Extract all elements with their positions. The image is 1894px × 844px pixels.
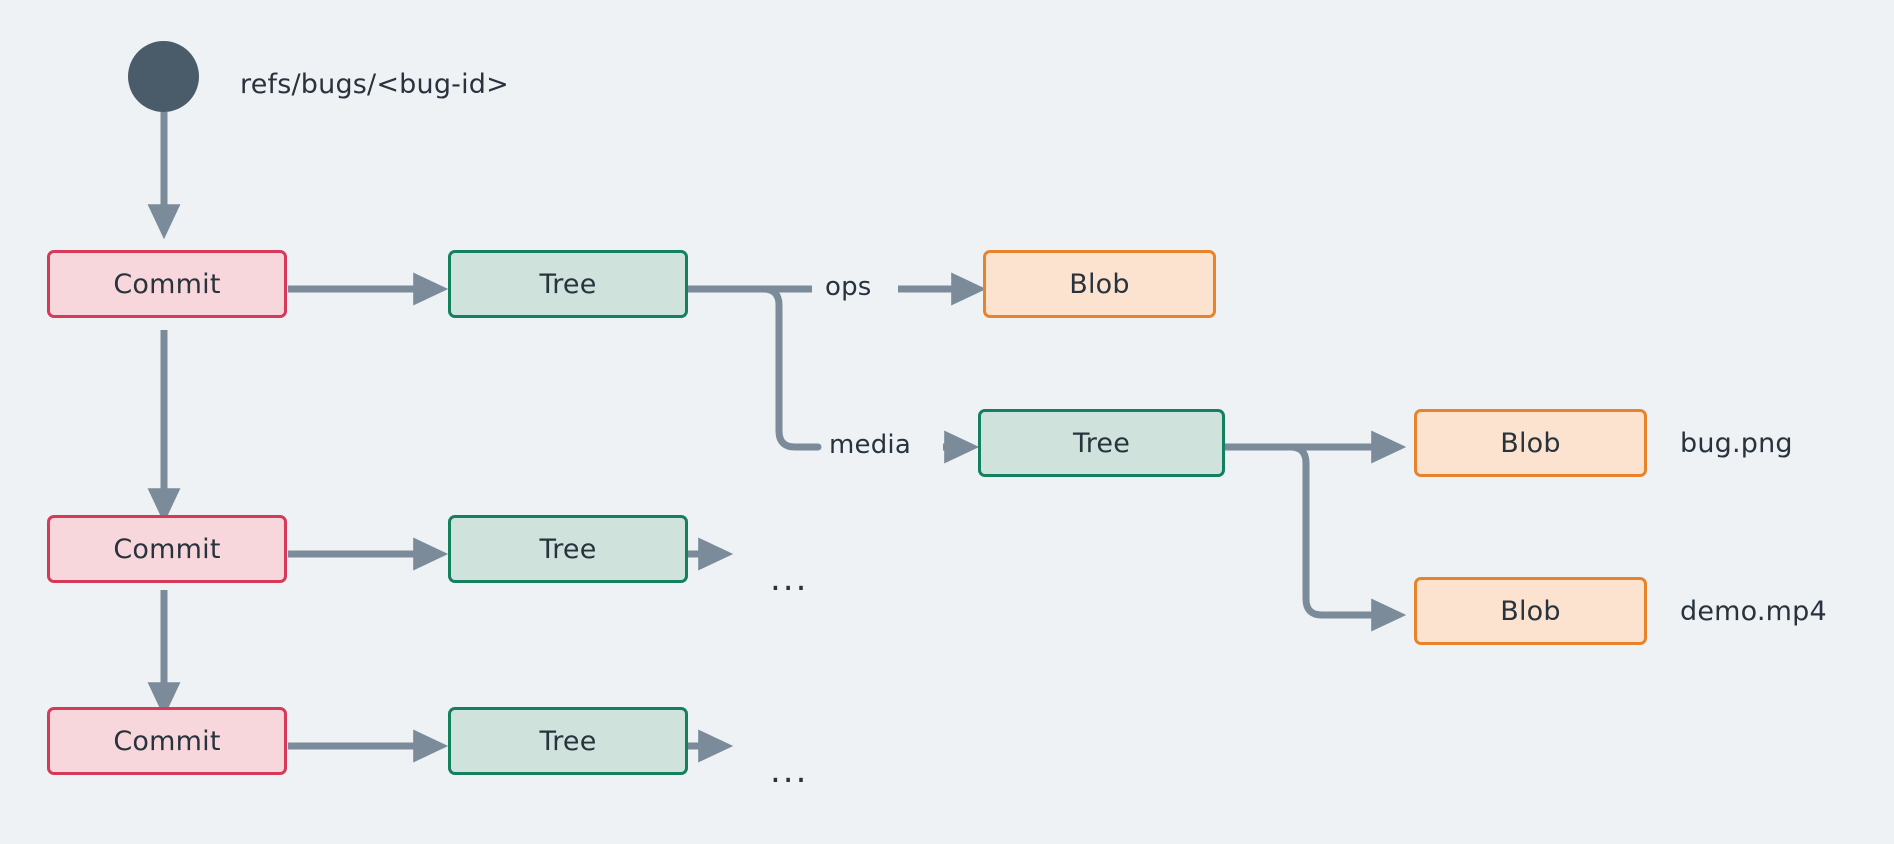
- node-blob-bug-png[interactable]: Blob: [1414, 409, 1647, 477]
- edge-label-media: media: [826, 430, 914, 460]
- file-label-bug-png: bug.png: [1680, 428, 1793, 459]
- ellipsis-row-2: ...: [770, 559, 809, 599]
- edge-treemedia-to-blob-demomp4: [1221, 443, 1407, 632]
- node-commit-1[interactable]: Commit: [47, 250, 287, 318]
- node-tree-3[interactable]: Tree: [448, 707, 688, 775]
- node-tree-1[interactable]: Tree: [448, 250, 688, 318]
- file-label-demo-mp4: demo.mp4: [1680, 596, 1827, 627]
- edge-tree1-to-media: [684, 285, 822, 451]
- node-tree-media[interactable]: Tree: [978, 409, 1225, 477]
- node-blob-ops[interactable]: Blob: [983, 250, 1216, 318]
- ellipsis-row-3: ...: [770, 751, 809, 791]
- node-commit-3[interactable]: Commit: [47, 707, 287, 775]
- ref-dot[interactable]: [128, 41, 199, 112]
- edge-label-ops: ops: [822, 272, 875, 302]
- node-commit-2[interactable]: Commit: [47, 515, 287, 583]
- ref-label: refs/bugs/<bug-id>: [240, 69, 509, 100]
- node-blob-demo-mp4[interactable]: Blob: [1414, 577, 1647, 645]
- node-tree-2[interactable]: Tree: [448, 515, 688, 583]
